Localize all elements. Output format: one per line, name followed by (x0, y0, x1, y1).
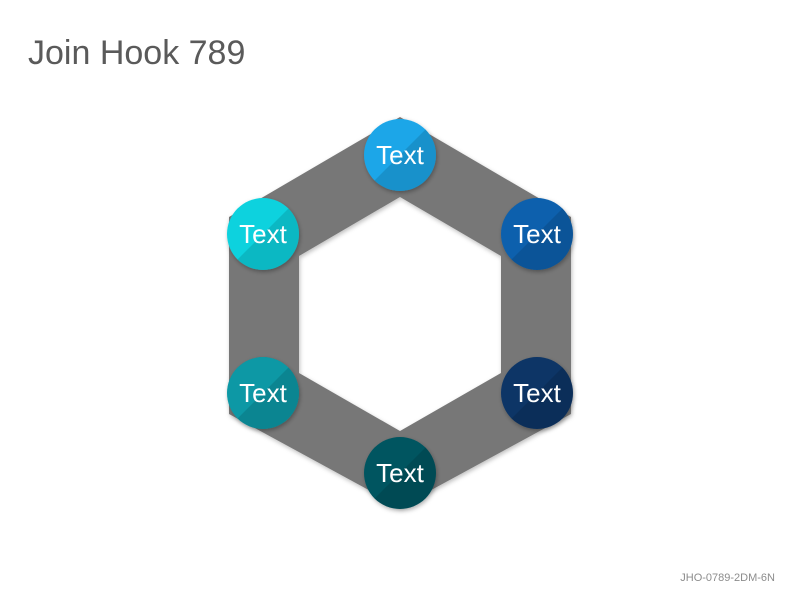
node-sheen (511, 367, 574, 430)
node-circle (501, 357, 573, 429)
node-sheen (237, 367, 299, 429)
footer-code: JHO-0789-2DM-6N (680, 572, 775, 584)
node-circle (364, 437, 436, 509)
node-label: Text (376, 458, 424, 488)
node-sheen (374, 129, 436, 192)
node-sheen (374, 447, 436, 510)
node-upper-right[interactable]: Text (501, 198, 574, 270)
node-label: Text (376, 140, 424, 170)
node-bottom[interactable]: Text (364, 437, 436, 510)
node-label: Text (513, 378, 561, 408)
hexagon-ring (229, 117, 571, 507)
node-label: Text (513, 219, 561, 249)
node-lower-right[interactable]: Text (501, 357, 574, 430)
node-circle (227, 198, 299, 270)
node-top[interactable]: Text (364, 119, 436, 192)
node-label: Text (239, 219, 287, 249)
nodes-layer: Text Text Text Text Text (227, 119, 574, 510)
node-sheen (237, 208, 299, 270)
node-circle (227, 357, 299, 429)
node-label: Text (239, 378, 287, 408)
node-sheen (511, 208, 574, 270)
node-circle (501, 198, 573, 270)
node-upper-left[interactable]: Text (227, 198, 299, 270)
node-circle (364, 119, 436, 191)
slide-title: Join Hook 789 (28, 34, 246, 72)
node-lower-left[interactable]: Text (227, 357, 299, 429)
